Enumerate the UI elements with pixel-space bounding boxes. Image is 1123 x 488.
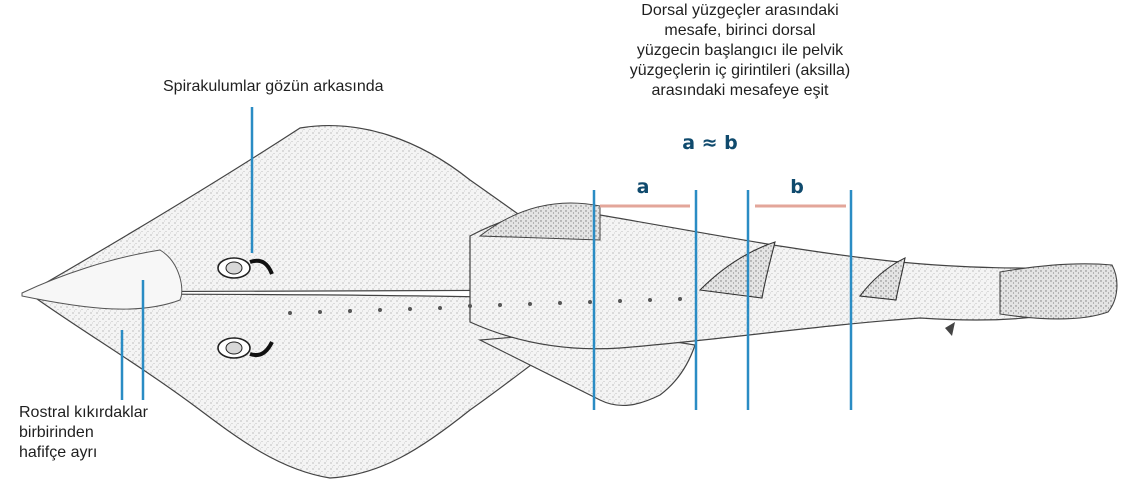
dorsal-label-line-3: yüzgecin başlangıcı ile pelvik bbox=[560, 41, 920, 61]
rostral-label-line-3: hafifçe ayrı bbox=[19, 443, 219, 463]
dorsal-label-line-1: Dorsal yüzgeçler arasındaki bbox=[560, 1, 920, 21]
dorsal-label-line-5: arasındaki mesafeye eşit bbox=[560, 81, 920, 101]
tail-fin bbox=[1000, 264, 1117, 319]
rostral-label-line-1: Rostral kıkırdaklar bbox=[19, 403, 219, 423]
segment-b-label: b bbox=[782, 176, 812, 198]
tail-mark bbox=[945, 322, 955, 336]
segment-a-label: a bbox=[628, 176, 658, 198]
dorsal-label-line-4: yüzgeçlerin iç girintileri (aksilla) bbox=[560, 61, 920, 81]
rostral-cartilage-label: Rostral kıkırdaklar birbirinden hafifçe … bbox=[19, 403, 219, 463]
rostral-label-line-2: birbirinden bbox=[19, 423, 219, 443]
dorsal-label-line-2: mesafe, birinci dorsal bbox=[560, 21, 920, 41]
formula-label: a ≈ b bbox=[640, 132, 780, 154]
spiracles-label: Spirakulumlar gözün arkasında bbox=[163, 77, 384, 97]
dorsal-distance-label: Dorsal yüzgeçler arasındaki mesafe, biri… bbox=[560, 1, 920, 101]
